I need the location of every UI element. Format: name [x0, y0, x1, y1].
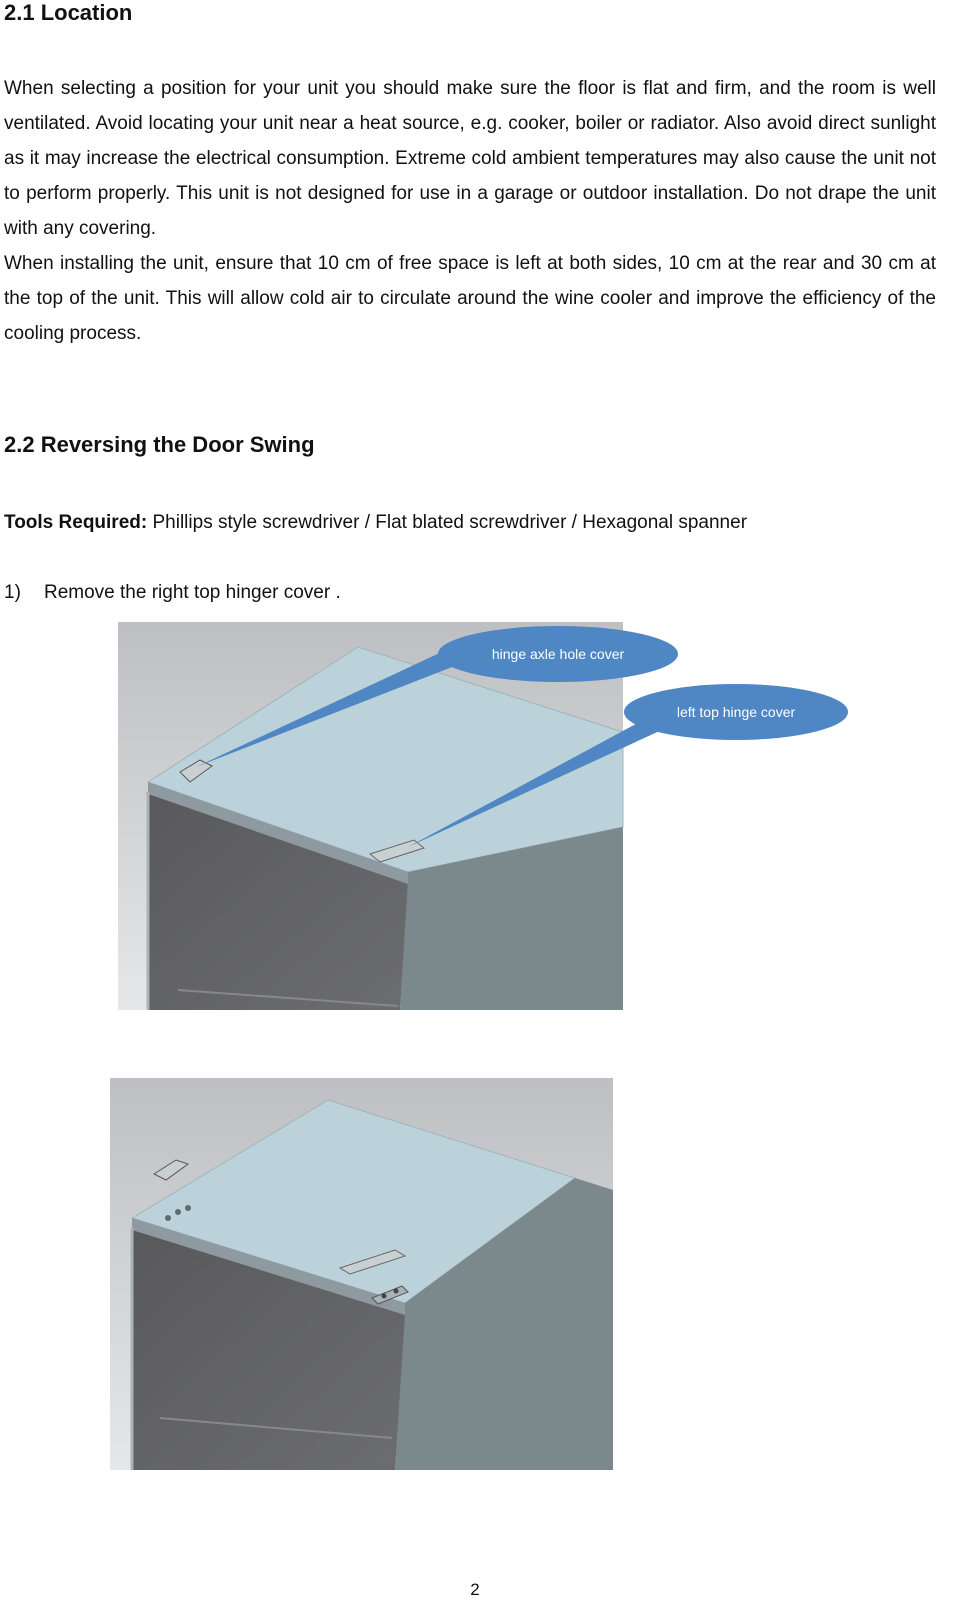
fridge-door — [132, 1228, 405, 1470]
screw-hole — [185, 1205, 191, 1211]
callout-pointer-2 — [408, 712, 666, 847]
step-1: 1) Remove the right top hinger cover . — [4, 575, 341, 610]
callout-bubble-hinge-axle — [438, 626, 678, 682]
door-top-edge — [148, 782, 408, 884]
fridge-right-side — [395, 1178, 613, 1470]
tools-required: Tools Required: Phillips style screwdriv… — [4, 505, 747, 540]
removed-left-hinge-cover — [338, 1249, 407, 1275]
location-paragraph-1: When selecting a position for your unit … — [4, 78, 936, 239]
fridge-door — [148, 792, 408, 1010]
door-top-edge — [132, 1218, 405, 1315]
location-paragraph-2: When installing the unit, ensure that 10… — [4, 253, 936, 344]
screw-hole — [165, 1215, 171, 1221]
callout-pointer-1 — [196, 642, 470, 767]
callout-bubble-left-hinge — [624, 684, 848, 740]
section-heading-reversing-door: 2.2 Reversing the Door Swing — [4, 432, 315, 457]
tools-label: Tools Required: — [4, 512, 148, 533]
step-text: Remove the right top hinger cover . — [44, 582, 341, 603]
step-number: 1) — [4, 582, 21, 603]
tools-list: Phillips style screwdriver / Flat blated… — [147, 512, 748, 533]
hinge-plate — [371, 1285, 409, 1305]
figure-fridge-covers-removed — [110, 1078, 613, 1470]
fridge-right-side — [400, 827, 623, 1010]
page-number: 2 — [470, 1580, 480, 1599]
section-heading-location: 2.1 Location — [4, 0, 133, 25]
left-top-hinge-cover-part — [368, 839, 426, 863]
removed-hinge-axle-cover — [152, 1159, 190, 1181]
screw-hole — [393, 1288, 399, 1294]
hinge-axle-hole-cover-part — [179, 759, 213, 783]
screw-hole — [381, 1293, 387, 1299]
callout-label-left-hinge: left top hinge cover — [677, 704, 796, 720]
callout-label-hinge-axle: hinge axle hole cover — [492, 646, 625, 662]
figure-fridge-hinge-covers: hinge axle hole cover left top hinge cov… — [118, 622, 848, 1010]
screw-hole — [175, 1209, 181, 1215]
